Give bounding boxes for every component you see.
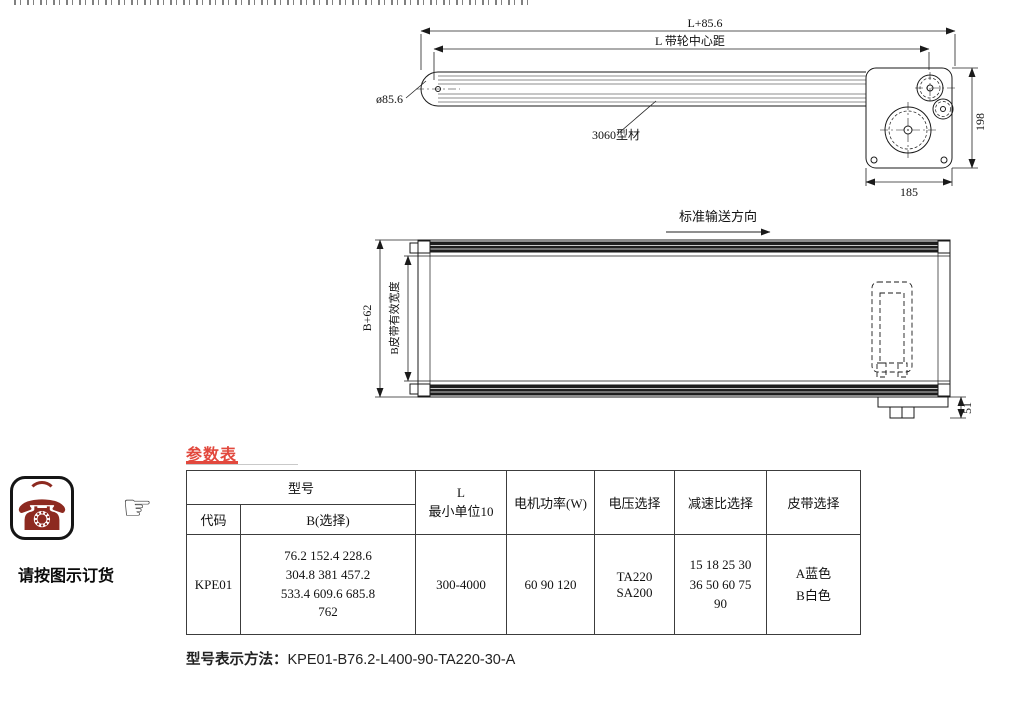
pointing-hand-icon: ☞ <box>122 488 153 528</box>
title-underline-accent <box>186 461 238 464</box>
phone-icon-box: ☎ <box>10 476 74 540</box>
params-table: 型号 L 最小单位10 电机功率(W) 电压选择 减速比选择 皮带选择 代码 B… <box>186 470 861 635</box>
params-table-title: 参数表 <box>186 447 238 464</box>
hidden-drive-outline <box>871 281 913 378</box>
side-view-drawing: L+85.6 L 带轮中心距 ø85.6 3060型材 198 185 <box>376 16 987 199</box>
dim-height-label: 198 <box>973 113 987 131</box>
dim-pulley-center-label: L 带轮中心距 <box>655 33 725 48</box>
plan-view-drawing: 标准输送方向 B+62 B皮带有效宽度 51 <box>360 209 974 419</box>
col-header-ratio: 减速比选择 <box>674 470 767 535</box>
cell-voltage: TA220 SA200 <box>594 534 675 635</box>
dim-overall-label: L+85.6 <box>687 16 722 30</box>
col-header-model: 型号 <box>186 470 416 505</box>
pulley-diameter-label: ø85.6 <box>376 92 403 106</box>
cell-belt: A蓝色 B白色 <box>766 534 861 635</box>
direction-label: 标准输送方向 <box>679 209 757 224</box>
dim-drive-width-label: 185 <box>900 185 918 199</box>
col-header-l-line1: L <box>457 485 465 500</box>
title-underline <box>186 464 298 465</box>
phone-icon: ☎ <box>15 491 69 540</box>
cell-l-range: 300-4000 <box>415 534 507 635</box>
table-row: KPE01 76.2 152.4 228.6 304.8 381 457.2 5… <box>186 534 861 635</box>
cell-b-values: 76.2 152.4 228.6 304.8 381 457.2 533.4 6… <box>240 534 416 635</box>
col-header-code: 代码 <box>186 504 241 535</box>
col-header-power: 电机功率(W) <box>506 470 595 535</box>
belt-width-label: B皮带有效宽度 <box>387 281 401 354</box>
conveyor-body <box>416 71 866 107</box>
drive-assembly <box>865 67 956 169</box>
col-header-belt: 皮带选择 <box>766 470 861 535</box>
model-note: 型号表示方法：KPE01-B76.2-L400-90-TA220-30-A <box>186 648 515 669</box>
conveyor-frame <box>404 239 951 398</box>
model-note-value: KPE01-B76.2-L400-90-TA220-30-A <box>287 652 516 668</box>
order-caption: 请按图示订货 <box>17 568 114 585</box>
profile-label: 3060型材 <box>592 128 640 142</box>
col-header-l: L 最小单位10 <box>415 470 507 535</box>
dim-shaft-label: 51 <box>960 402 974 414</box>
dim-overall-width-label: B+62 <box>360 305 374 332</box>
clipped-text-artifact <box>14 0 532 5</box>
cell-power: 60 90 120 <box>506 534 595 635</box>
col-header-voltage: 电压选择 <box>594 470 675 535</box>
cell-ratio: 15 18 25 30 36 50 60 75 90 <box>674 534 767 635</box>
signal-arc-icon <box>27 481 57 511</box>
col-header-b-select: B(选择) <box>240 504 416 535</box>
motor-protrusion <box>877 396 949 419</box>
col-header-l-line2: 最小单位10 <box>428 504 494 519</box>
cell-code: KPE01 <box>186 534 241 635</box>
side-view-dimensions <box>405 27 978 186</box>
plan-view-dimensions <box>375 239 966 419</box>
model-note-label: 型号表示方法： <box>186 652 288 668</box>
